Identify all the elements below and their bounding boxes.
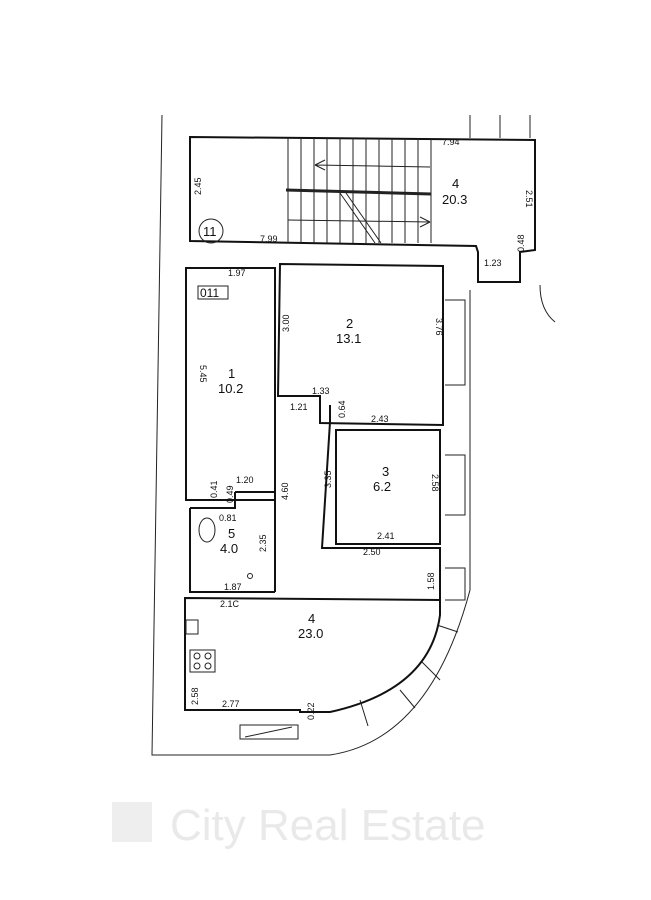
label: 5.45 bbox=[198, 365, 208, 383]
label: 2.51 bbox=[524, 190, 534, 208]
toilet-icon bbox=[198, 517, 216, 543]
label: 2.50 bbox=[363, 547, 381, 557]
label: 2.43 bbox=[371, 414, 389, 424]
label: 3.76 bbox=[434, 318, 444, 336]
label: 1.58 bbox=[426, 572, 436, 590]
door-swing bbox=[539, 284, 556, 323]
room-1-walls bbox=[185, 267, 276, 501]
label: 1.20 bbox=[236, 475, 254, 485]
watermark-logo bbox=[112, 802, 152, 842]
label: 1.21 bbox=[290, 402, 308, 412]
label: 1.33 bbox=[312, 386, 330, 396]
stair-room-walls bbox=[189, 135, 536, 283]
label: 4.60 bbox=[280, 482, 290, 500]
windows bbox=[359, 299, 466, 727]
label: 4 bbox=[308, 611, 315, 626]
label: 3 bbox=[382, 464, 389, 479]
label: 6.2 bbox=[373, 479, 391, 494]
label: 2.45 bbox=[193, 177, 203, 195]
label: 1 bbox=[228, 366, 235, 381]
label: 2.35 bbox=[258, 534, 268, 552]
label: 0.49 bbox=[225, 485, 235, 503]
tag-label: 011 bbox=[200, 286, 219, 300]
dimension-labels: 7.94 2.45 2.51 7.99 1.97 1.23 0.48 5.45 … bbox=[190, 137, 534, 720]
corridor-walls bbox=[274, 400, 441, 600]
label: 23.0 bbox=[298, 626, 323, 641]
label: 2.41 bbox=[377, 531, 395, 541]
label: 4.0 bbox=[220, 541, 238, 556]
watermark: City Real Estate bbox=[170, 801, 485, 850]
label: 1.23 bbox=[484, 258, 502, 268]
label: 2 bbox=[346, 316, 353, 331]
marker-number: 11 bbox=[203, 224, 217, 239]
sink-counter-icon bbox=[185, 619, 199, 635]
label: 0.64 bbox=[337, 400, 347, 418]
room-4-walls bbox=[184, 596, 441, 713]
label: 7.94 bbox=[442, 137, 460, 147]
label: 1.97 bbox=[228, 268, 246, 278]
room-labels: 420.3 110.2 213.1 36.2 54.0 423.0 bbox=[218, 176, 467, 641]
room-3-walls bbox=[335, 429, 441, 545]
label: 7.99 bbox=[260, 234, 278, 244]
label: 2.58 bbox=[190, 687, 200, 705]
radiator-icon bbox=[239, 724, 299, 740]
top-lines bbox=[469, 115, 531, 138]
room-2-walls bbox=[276, 262, 444, 427]
label: 2.77 bbox=[222, 699, 240, 709]
room-5-walls bbox=[189, 491, 275, 593]
sink-icon bbox=[247, 573, 253, 579]
tag-box bbox=[197, 285, 229, 300]
label: 10.2 bbox=[218, 381, 243, 396]
label: 1.87 bbox=[224, 582, 242, 592]
marker-circle bbox=[198, 218, 224, 244]
label: 3.00 bbox=[281, 314, 291, 332]
label: 0.81 bbox=[219, 513, 237, 523]
stairs bbox=[285, 138, 432, 244]
stove-burners bbox=[193, 652, 212, 670]
outer-wall bbox=[151, 114, 471, 756]
label: 3.35 bbox=[323, 470, 333, 488]
label: 13.1 bbox=[336, 331, 361, 346]
label: 2.58 bbox=[430, 474, 440, 492]
label: 0.22 bbox=[306, 702, 316, 720]
label: 0.48 bbox=[516, 234, 526, 252]
label: 0.41 bbox=[209, 480, 219, 498]
stove-icon bbox=[189, 649, 216, 673]
label: 20.3 bbox=[442, 192, 467, 207]
label: 5 bbox=[228, 526, 235, 541]
label: 2.1C bbox=[220, 599, 240, 609]
label: 4 bbox=[452, 176, 459, 191]
